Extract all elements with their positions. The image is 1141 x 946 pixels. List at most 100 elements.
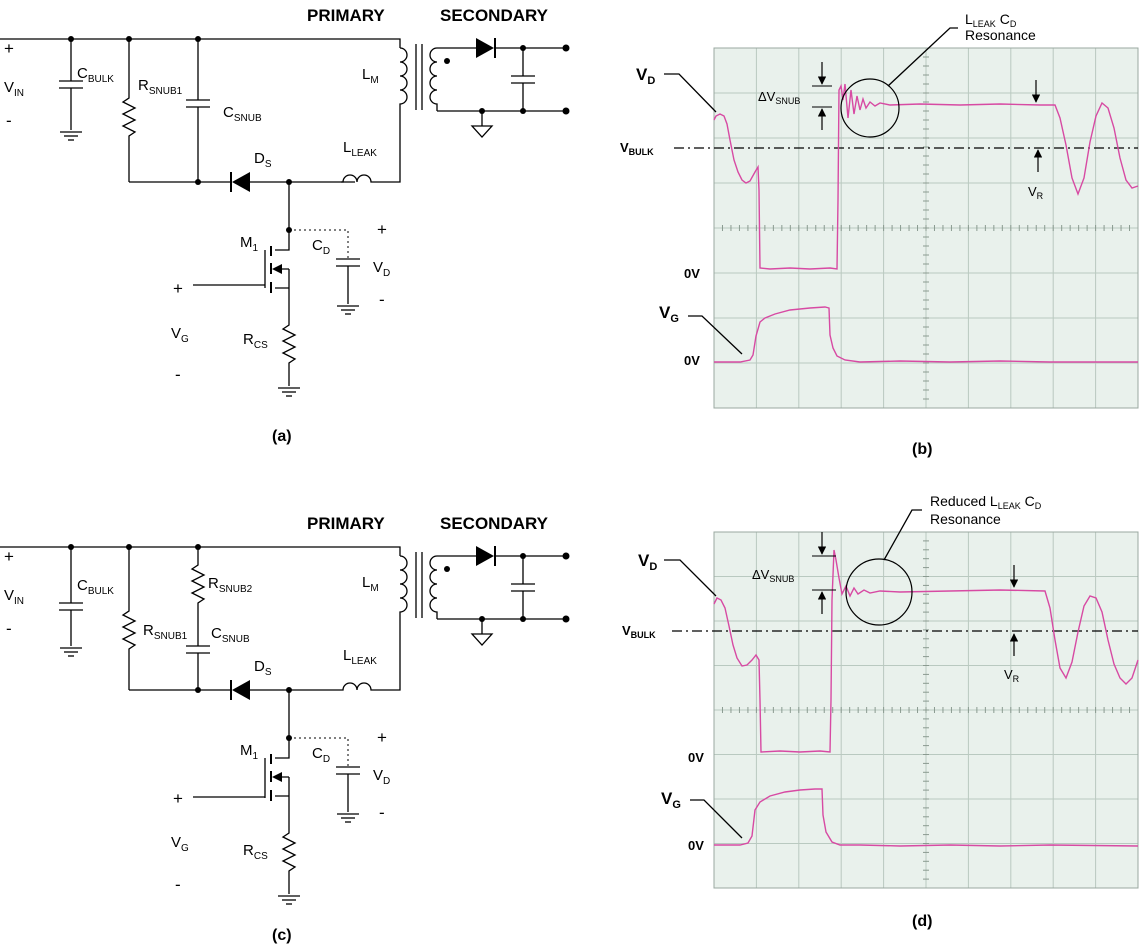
scope-b-vr-label: VR	[1028, 184, 1044, 201]
svg-text:CD: CD	[312, 745, 330, 765]
svg-text:LLEAK: LLEAK	[343, 139, 377, 159]
rcs-resistor-a: RCS	[243, 319, 301, 397]
cbulk-capacitor-a: CBULK	[59, 39, 114, 141]
scope-b: VD VBULK 0V VG 0V ΔVSNUB LLEAK CD Resona…	[620, 11, 1139, 458]
svg-text:RCS: RCS	[243, 842, 268, 862]
scope-d-dvsnub: ΔVSNUB	[752, 532, 836, 614]
vg-plus-a: +	[173, 279, 183, 298]
caption-a: (a)	[272, 428, 292, 445]
schematic-a: PRIMARY SECONDARY + VIN - CBULK RSNUB1 C…	[0, 6, 570, 445]
m1-mosfet-a: M1	[193, 182, 292, 320]
scope-b-grid	[713, 47, 1139, 409]
svg-text:CBULK: CBULK	[77, 65, 114, 85]
scope-b-vg-leader	[688, 315, 743, 355]
scope-b-dvsnub: ΔVSNUB	[758, 62, 832, 130]
secondary-circuit-a	[437, 38, 570, 138]
scope-b-vd-trace	[713, 83, 1139, 270]
svg-text:RCS: RCS	[243, 331, 268, 351]
vin-label-a: VIN	[4, 79, 24, 99]
vg-label-c: VG	[171, 834, 189, 854]
vg-label-a: VG	[171, 325, 189, 345]
scope-d-callout-line1: Reduced LLEAK CD	[930, 493, 1042, 511]
svg-text:RSNUB2: RSNUB2	[208, 575, 253, 595]
scope-d-callout-line2: Resonance	[930, 511, 1001, 527]
scope-b-vg-label: VG	[659, 303, 679, 325]
schematic-c: PRIMARY SECONDARY + VIN - CBULK RSNUB1 R…	[0, 514, 570, 944]
secondary-label-a: SECONDARY	[440, 6, 549, 25]
scope-b-zero1: 0V	[684, 266, 700, 281]
vg-minus-a: -	[175, 365, 181, 384]
secondary-circuit-c	[437, 546, 570, 646]
top-rail-c	[0, 546, 401, 556]
scope-d-callout-leader	[883, 509, 922, 561]
vd-minus-a: -	[379, 290, 385, 309]
scope-d-vg-label: VG	[661, 789, 681, 811]
scope-d-vg-leader	[690, 799, 743, 839]
rsnub1-resistor-a: RSNUB1	[122, 39, 183, 182]
scope-b-vd-label: VD	[636, 65, 655, 87]
scope-d: VD VBULK 0V VG 0V ΔVSNUB Reduced LLEAK C…	[622, 493, 1139, 930]
svg-text:RSNUB1: RSNUB1	[143, 622, 188, 642]
svg-text:LLEAK: LLEAK	[343, 647, 377, 667]
vd-label-a: VD	[373, 259, 390, 279]
vd-label-c: VD	[373, 767, 390, 787]
vin-label-c: VIN	[4, 587, 24, 607]
m1-mosfet-c: M1	[193, 690, 292, 828]
scope-b-vbulk-label: VBULK	[620, 140, 654, 157]
vg-plus-c: +	[173, 789, 183, 808]
vin-minus-a: -	[6, 111, 12, 130]
scope-d-vd-label: VD	[638, 551, 657, 573]
primary-label-c: PRIMARY	[307, 514, 385, 533]
vin-plus-c: +	[4, 547, 14, 566]
rsnub1-resistor-c: RSNUB1	[122, 547, 188, 690]
rcs-resistor-c: RCS	[243, 827, 301, 905]
svg-text:LM: LM	[362, 574, 379, 594]
primary-label-a: PRIMARY	[307, 6, 385, 25]
scope-b-callout-line1: LLEAK CD	[965, 11, 1017, 29]
scope-d-vd-leader	[664, 559, 717, 597]
scope-b-callout-leader	[887, 27, 958, 87]
svg-text:DS: DS	[254, 658, 272, 678]
vin-minus-c: -	[6, 619, 12, 638]
svg-text:LM: LM	[362, 66, 379, 86]
ds-diode-a: DS	[230, 150, 272, 192]
scope-d-resonance-circle	[845, 558, 913, 626]
vg-minus-c: -	[175, 875, 181, 894]
svg-text:M1: M1	[240, 742, 259, 762]
top-rail-a	[0, 38, 401, 48]
lleak-inductor-a: LLEAK	[341, 111, 401, 183]
scope-d-vd-trace	[713, 549, 1139, 753]
scope-b-vg-trace	[714, 306, 1138, 363]
svg-text:CSNUB: CSNUB	[211, 625, 250, 645]
transformer-c: LM	[362, 552, 450, 619]
rsnub2-resistor-c: RSNUB2 CSNUB	[186, 547, 253, 690]
cbulk-capacitor-c: CBULK	[59, 547, 114, 657]
scope-d-vg-trace	[714, 788, 1139, 847]
caption-c: (c)	[272, 927, 292, 944]
scope-d-vbulk-label: VBULK	[622, 623, 656, 640]
scope-d-zero1: 0V	[688, 750, 704, 765]
caption-d: (d)	[912, 913, 932, 930]
vd-plus-a: +	[377, 220, 387, 239]
scope-b-callout-line2: Resonance	[965, 27, 1036, 43]
ds-diode-c: DS	[230, 658, 272, 700]
scope-d-dvsnub-label: ΔVSNUB	[752, 567, 794, 584]
scope-b-dvsnub-label: ΔVSNUB	[758, 89, 800, 106]
lleak-inductor-c: LLEAK	[341, 619, 401, 691]
svg-text:CD: CD	[312, 237, 330, 257]
vin-plus-a: +	[4, 39, 14, 58]
secondary-label-c: SECONDARY	[440, 514, 549, 533]
svg-text:CSNUB: CSNUB	[223, 104, 262, 124]
caption-b: (b)	[912, 441, 932, 458]
svg-text:RSNUB1: RSNUB1	[138, 77, 183, 97]
svg-text:DS: DS	[254, 150, 272, 170]
scope-b-vd-leader	[664, 73, 717, 113]
scope-b-resonance-circle	[840, 78, 900, 138]
csnub-capacitor-a: CSNUB	[186, 39, 262, 182]
vd-plus-c: +	[377, 728, 387, 747]
scope-d-zero2: 0V	[688, 838, 704, 853]
cd-capacitor-c: CD	[289, 737, 360, 823]
svg-text:M1: M1	[240, 234, 259, 254]
